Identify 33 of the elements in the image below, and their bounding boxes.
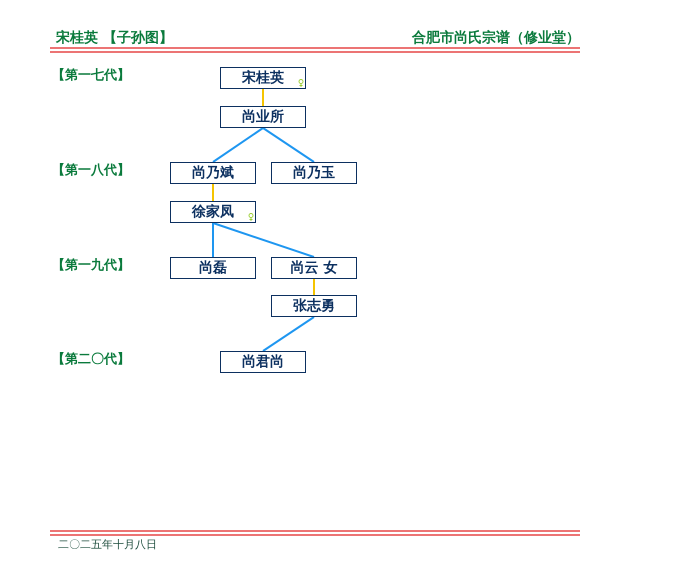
- connector-line: [262, 89, 264, 106]
- person-box: [220, 67, 306, 89]
- connector-line: [212, 184, 214, 201]
- generation-label: 【第一八代】: [52, 162, 130, 179]
- person-name: 尚业所: [242, 108, 284, 126]
- connector-line: [212, 223, 214, 257]
- connector-line: [212, 222, 314, 258]
- person-box: [170, 257, 256, 279]
- person-box: [220, 106, 306, 128]
- person-box: [271, 162, 357, 184]
- person-box: [220, 351, 306, 373]
- generation-label: 【第一七代】: [52, 67, 130, 84]
- person-box: [170, 162, 256, 184]
- generation-label: 【第二〇代】: [52, 351, 130, 368]
- connector-line: [262, 127, 315, 163]
- person-name: 尚磊: [199, 259, 227, 277]
- person-name: 宋桂英: [242, 69, 284, 87]
- person-name: 徐家凤: [192, 203, 234, 221]
- connector-line: [313, 279, 315, 295]
- person-name: 张志勇: [293, 297, 335, 315]
- generation-label: 【第一九代】: [52, 257, 130, 274]
- connector-line: [262, 316, 315, 352]
- person-name: 尚乃斌: [192, 164, 234, 182]
- person-box: [271, 257, 357, 279]
- date-text: 二〇二五年十月八日: [58, 537, 157, 552]
- person-box: [170, 201, 256, 223]
- connector-line: [212, 127, 264, 163]
- person-name: 尚君尚: [242, 353, 284, 371]
- title: 宋桂英 【子孙图】: [56, 29, 173, 47]
- person-name: 尚云 女: [290, 259, 338, 277]
- person-box: [271, 295, 357, 317]
- person-name: 尚乃玉: [293, 164, 335, 182]
- page-heading: 合肥市尚氏宗谱（修业堂）: [412, 29, 580, 47]
